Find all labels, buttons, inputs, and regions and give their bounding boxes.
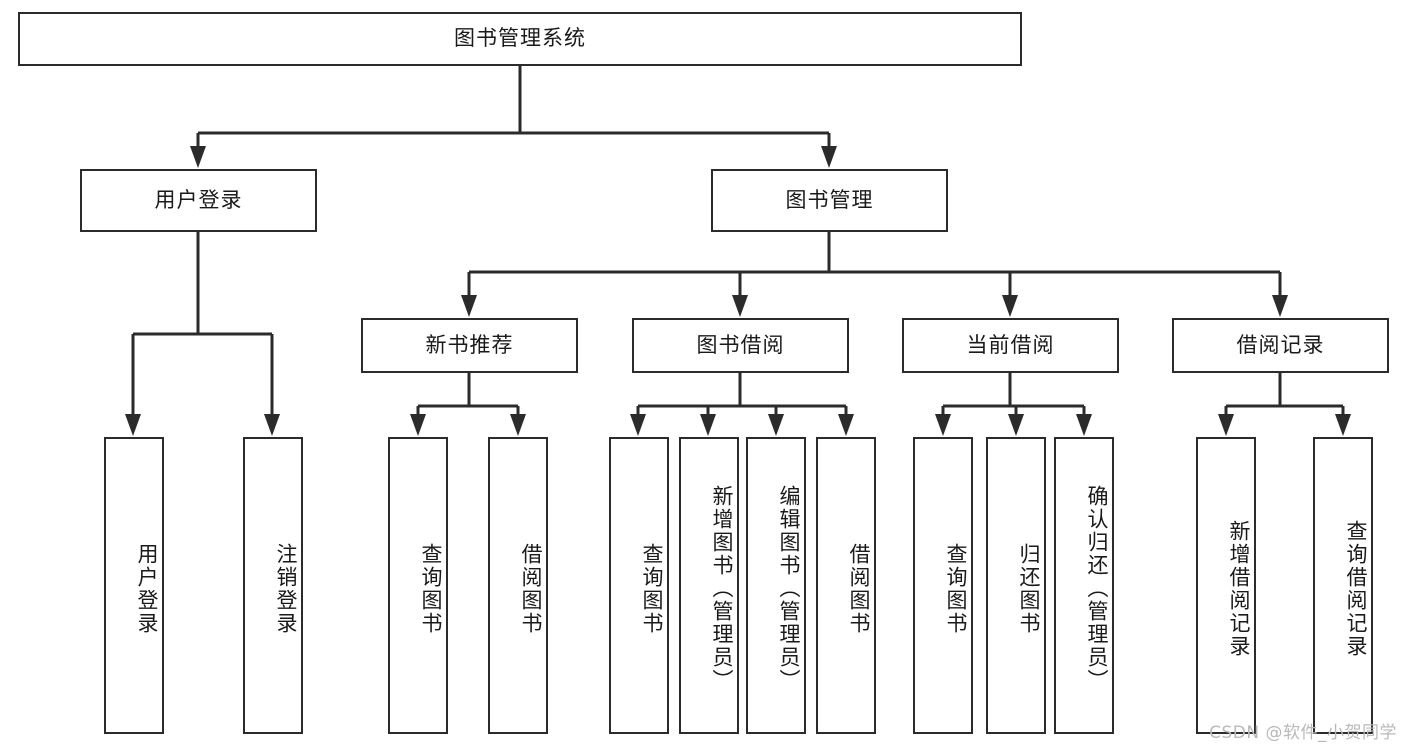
node-leaf-user-login[interactable]: 用户登录: [104, 437, 164, 734]
node-label: 查询图书: [419, 542, 443, 635]
node-label: 编辑图书（管理员）: [777, 485, 801, 692]
node-leaf-query-record[interactable]: 查询借阅记录: [1313, 437, 1373, 734]
node-label: 查询借阅记录: [1344, 519, 1368, 658]
node-label: 借阅图书: [847, 542, 871, 635]
node-leaf-query-book-c[interactable]: 查询图书: [913, 437, 973, 734]
node-label: 新增图书（管理员）: [710, 485, 734, 692]
node-label: 归还图书: [1017, 542, 1041, 635]
node-book-borrow[interactable]: 图书借阅: [632, 318, 849, 373]
node-leaf-return-book[interactable]: 归还图书: [986, 437, 1046, 734]
node-label: 新书推荐: [425, 332, 514, 357]
node-label: 借阅记录: [1236, 332, 1325, 357]
node-leaf-edit-book[interactable]: 编辑图书（管理员）: [746, 437, 806, 734]
node-label: 借阅图书: [519, 542, 543, 635]
watermark-text: CSDN @软件_小贺同学: [1209, 723, 1397, 743]
node-leaf-add-record[interactable]: 新增借阅记录: [1196, 437, 1256, 734]
node-leaf-query-book-rec[interactable]: 查询图书: [388, 437, 448, 734]
node-new-book-rec[interactable]: 新书推荐: [361, 318, 578, 373]
node-leaf-borrow-book-rec[interactable]: 借阅图书: [488, 437, 548, 734]
node-label: 用户登录: [154, 187, 243, 212]
node-root[interactable]: 图书管理系统: [18, 12, 1022, 66]
node-leaf-add-book[interactable]: 新增图书（管理员）: [679, 437, 739, 734]
node-label: 查询图书: [944, 542, 968, 635]
node-current-borrow[interactable]: 当前借阅: [902, 318, 1119, 373]
node-label: 当前借阅: [966, 332, 1055, 357]
node-label: 图书管理系统: [454, 26, 586, 51]
node-label: 查询图书: [640, 542, 664, 635]
node-leaf-confirm-return[interactable]: 确认归还（管理员）: [1054, 437, 1114, 734]
node-label: 新增借阅记录: [1227, 519, 1251, 658]
node-book-manage[interactable]: 图书管理: [711, 169, 948, 232]
node-label: 确认归还（管理员）: [1085, 485, 1109, 692]
node-label: 注销登录: [274, 542, 298, 635]
node-label: 图书管理: [785, 187, 874, 212]
node-label: 图书借阅: [696, 332, 785, 357]
node-borrow-record[interactable]: 借阅记录: [1172, 318, 1389, 373]
node-leaf-borrow-book-b[interactable]: 借阅图书: [816, 437, 876, 734]
node-leaf-logout[interactable]: 注销登录: [243, 437, 303, 734]
node-label: 用户登录: [135, 542, 159, 635]
node-user-login[interactable]: 用户登录: [80, 169, 317, 232]
node-leaf-query-book-b[interactable]: 查询图书: [609, 437, 669, 734]
